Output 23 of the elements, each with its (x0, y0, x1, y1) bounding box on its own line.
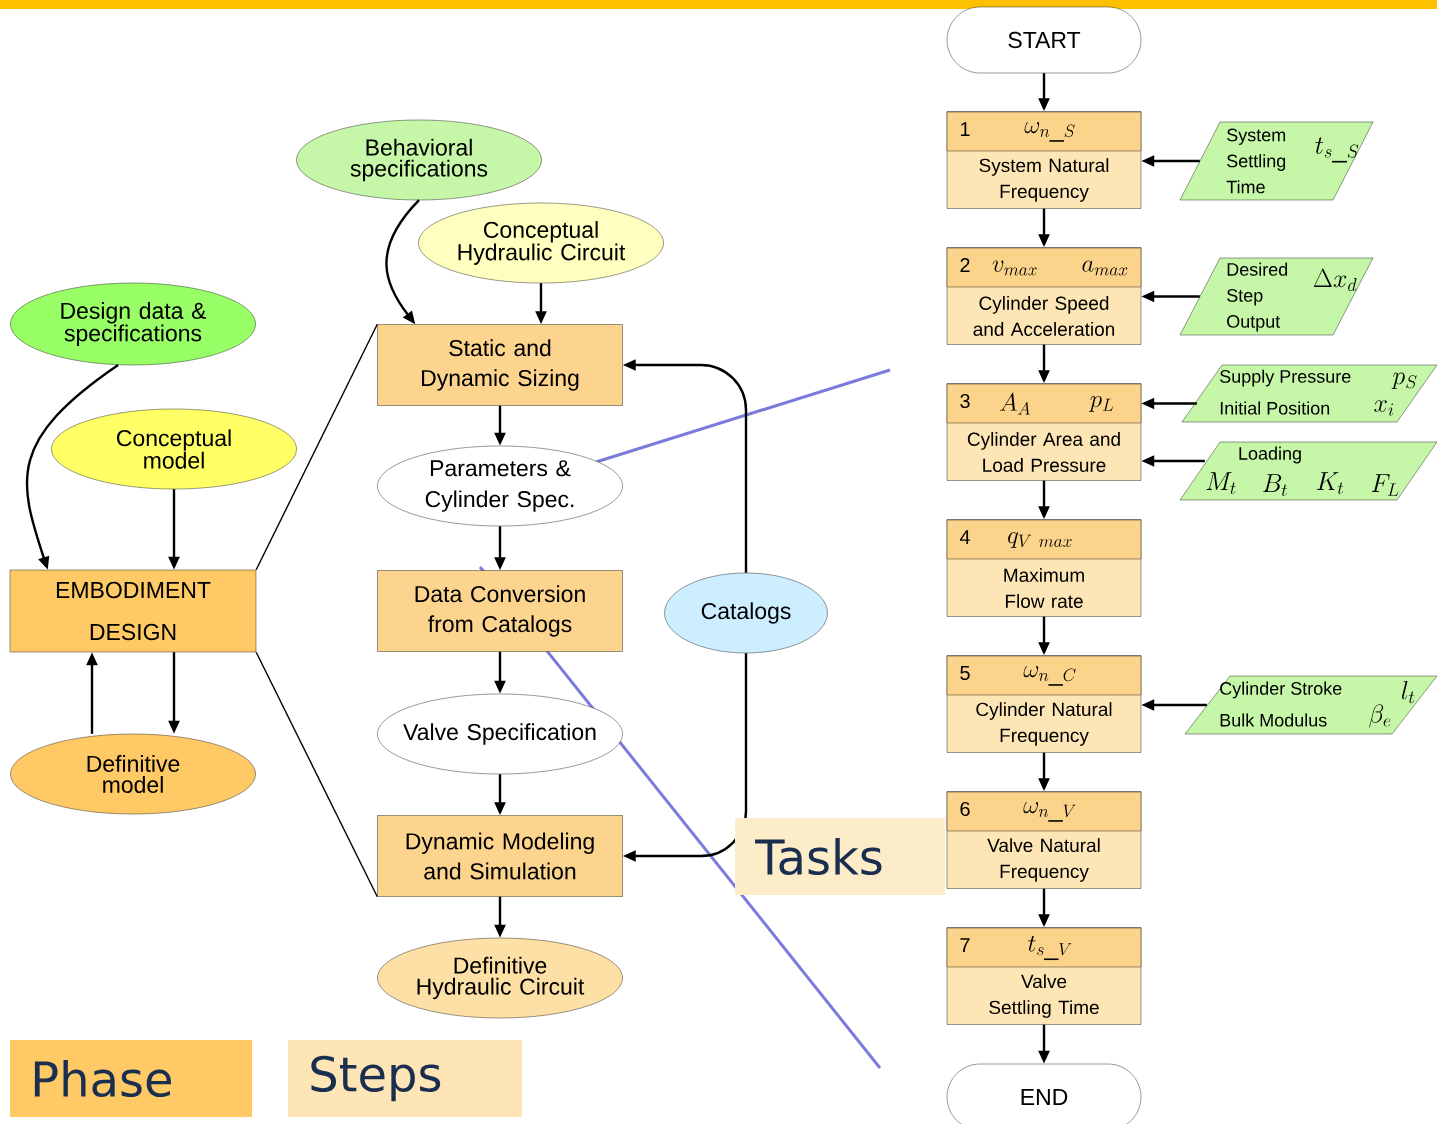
step-box: 1 $\omega_{n\_S}$ System Natural Frequency (946, 111, 1142, 209)
step-box: Static and Dynamic Sizing (377, 324, 623, 406)
step-box: Dynamic Modeling and Simulation (377, 815, 623, 897)
input-parallelogram: Desired Step Output $\Delta x_d$ (1179, 257, 1374, 336)
legend-label: Phase (34, 1059, 171, 1098)
step-box: 3 $A_A$ $p_L$ Cylinder Area and Load Pressure (946, 383, 1142, 481)
step-box: Data Conversion from Catalogs (377, 570, 623, 652)
step-box: 2 $v_{max}$ $a_{max}$ Cylinder Speed and Acceleration (946, 247, 1142, 345)
legend-label: Steps (311, 1055, 441, 1102)
zoom-line (255, 651, 378, 898)
input-parallelogram: System Settling Time $t_{s\_S}$ (1179, 121, 1374, 201)
zoom-line (255, 323, 378, 571)
step-box: 6 $\omega_{n\_V}$ Valve Natural Frequency (946, 791, 1142, 889)
phase-box: EMBODIMENT DESIGN (9, 569, 257, 653)
input-parallelogram: Cylinder Stroke $l_t$ Bulk Modulus $\beta_e$ (1184, 675, 1437, 735)
legend-label: Tasks (755, 837, 882, 876)
step-box: 4 $q_{V\ max}$ Maximum Flow rate (946, 519, 1142, 617)
input-parallelogram: Loading $M_t$ $B_t$ $K_t$ $F_L$ (1179, 441, 1437, 501)
step-box: 7 $t_{s\_V}$ Valve Settling Time (946, 927, 1142, 1025)
terminal-box: END (946, 1063, 1142, 1124)
input-parallelogram: Supply Pressure $p_S$ Initial Position $x_i$ (1181, 364, 1437, 423)
terminal-box: START (946, 6, 1142, 74)
step-box: 5 $\omega_{n\_C}$ Cylinder Natural Frequency (946, 655, 1142, 753)
